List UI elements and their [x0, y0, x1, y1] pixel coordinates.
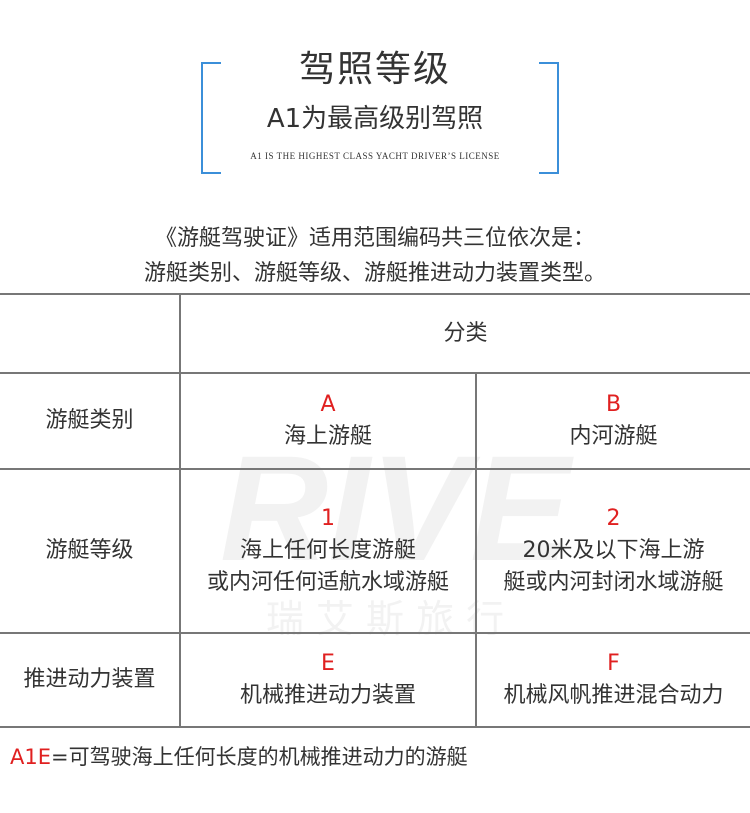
page-subtitle: A1为最高级别驾照: [266, 104, 484, 134]
cell-text: 艇或内河封闭水域游艇: [503, 570, 724, 595]
cell-yacht-grade-2: 2 20米及以下海上游 艇或内河封闭水域游艇: [477, 470, 750, 632]
row-label: 游艇等级: [45, 538, 134, 563]
code-b: B: [605, 392, 622, 417]
page-title: 驾照等级: [298, 49, 451, 90]
cell-text: 20米及以下海上游: [522, 538, 705, 563]
footer-text: =可驾驶海上任何长度的机械推进动力的游艇: [51, 745, 468, 769]
row-label: 推进动力装置: [23, 667, 156, 692]
cell-yacht-grade-1: 1 海上任何长度游艇 或内河任何适航水域游艇: [181, 470, 475, 632]
row-label-yacht-grade: 游艇等级: [0, 470, 179, 632]
cell-propulsion-f: F 机械风帆推进混合动力: [477, 634, 750, 726]
page-subtitle-en: A1 IS THE HIGHEST CLASS YACHT DRIVER’S L…: [250, 151, 500, 161]
table-border-header: [0, 372, 750, 374]
cell-text: 机械推进动力装置: [239, 683, 416, 708]
table-border-top: [0, 293, 750, 295]
code-e: E: [321, 651, 335, 676]
cell-text: 内河游艇: [569, 424, 658, 449]
cell-propulsion-e: E 机械推进动力装置: [181, 634, 475, 726]
table-header-label: 分类: [443, 320, 488, 346]
row-label-propulsion: 推进动力装置: [0, 634, 179, 726]
table-border-row2: [0, 632, 750, 634]
row-label-yacht-type: 游艇类别: [0, 374, 179, 468]
cell-yacht-type-a: A 海上游艇: [181, 374, 475, 468]
table-border-bottom: [0, 726, 750, 728]
row-label: 游艇类别: [45, 408, 134, 433]
intro-line-1: 《游艇驾驶证》适用范围编码共三位依次是：: [154, 226, 595, 251]
table-divider-middle: [475, 372, 477, 728]
cell-text: 海上游艇: [283, 424, 372, 449]
footer-note: A1E=可驾驶海上任何长度的机械推进动力的游艇: [10, 741, 468, 771]
header-bracket-left: [201, 62, 221, 174]
code-a: A: [320, 392, 336, 417]
code-2: 2: [606, 506, 621, 531]
code-1: 1: [321, 506, 335, 531]
table-border-row1: [0, 468, 750, 470]
cell-text: 海上任何长度游艇: [239, 538, 416, 563]
table-divider-label: [179, 293, 181, 728]
header-bracket-right: [539, 62, 559, 174]
table-header-category: 分类: [181, 295, 750, 372]
footer-code: A1E: [10, 745, 51, 769]
intro-line-2: 游艇类别、游艇等级、游艇推进动力装置类型。: [143, 261, 606, 286]
cell-text: 或内河任何适航水域游艇: [206, 570, 449, 595]
cell-yacht-type-b: B 内河游艇: [477, 374, 750, 468]
cell-text: 机械风帆推进混合动力: [503, 683, 724, 708]
code-f: F: [607, 651, 620, 676]
